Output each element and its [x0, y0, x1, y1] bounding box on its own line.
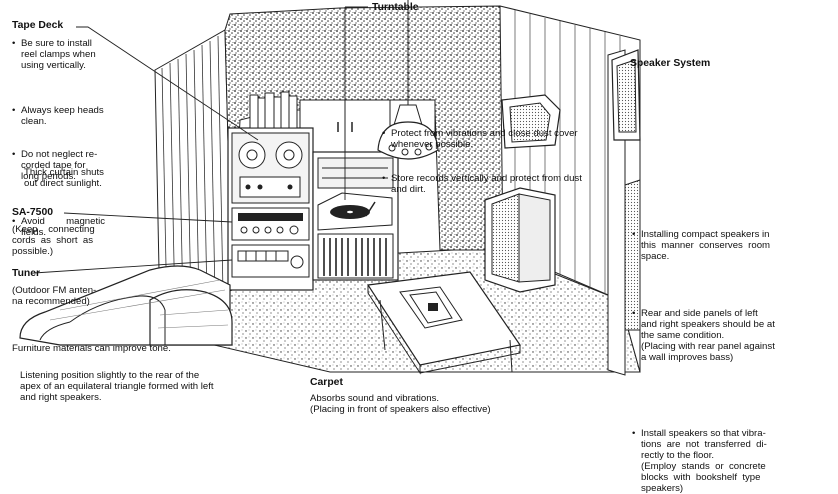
- coffee-table: [366, 271, 522, 375]
- tuner-heading: Tuner: [12, 268, 41, 279]
- turntable-heading: Turntable: [372, 2, 419, 13]
- turntable-bullet-2: Store records vertically and protect fro…: [382, 173, 838, 195]
- listening-position-note: Listening position slightly to the rear …: [20, 370, 214, 403]
- tape-deck-bullet-1: Be sure to install reel clamps when usin…: [12, 38, 838, 71]
- curtain-note: Thick curtain shuts out direct sunlight.: [24, 167, 104, 189]
- speaker-bullet-3: Install speakers so that vibra- tions ar…: [632, 428, 838, 494]
- furniture-note: Furniture materials can improve tone.: [12, 343, 171, 354]
- speaker-system-heading: Speaker System: [630, 58, 711, 69]
- sofa: [19, 265, 233, 346]
- speaker-bullet-1: Installing compact speakers in this mann…: [632, 229, 838, 262]
- tape-deck-bullet-4: Avoid magnetic fields.: [12, 216, 838, 238]
- amplifier-note: (Keep connecting cords as short as possi…: [12, 224, 95, 257]
- tape-deck-bullet-3: Do not neglect re- corded tape for long …: [12, 149, 838, 182]
- carpet-heading: Carpet: [310, 377, 343, 388]
- carpet-note: Absorbs sound and vibrations. (Placing i…: [310, 393, 491, 415]
- tuner-note: (Outdoor FM anten- na recommended): [12, 285, 97, 307]
- tape-deck-bullet-2: Always keep heads clean.: [12, 105, 838, 127]
- tape-deck-heading: Tape Deck: [12, 20, 64, 31]
- amplifier-heading: SA-7500: [12, 207, 54, 218]
- speaker-bullet-2: Rear and side panels of left and right s…: [632, 308, 838, 363]
- turntable-bullet-1: Protect from vibrations and close dust c…: [382, 128, 838, 150]
